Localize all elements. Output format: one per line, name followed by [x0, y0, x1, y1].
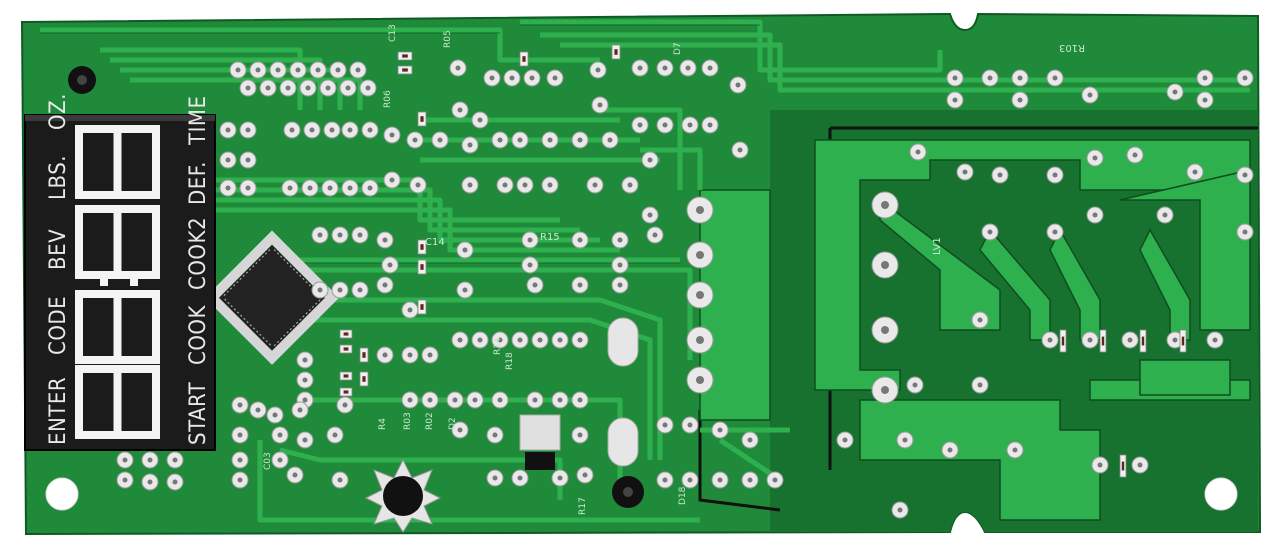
display-label-enter: ENTER [46, 377, 71, 445]
svg-text:R14: R14 [493, 337, 503, 355]
display-label-code: CODE [46, 296, 71, 355]
svg-text:C03: C03 [263, 452, 273, 470]
svg-text:R18: R18 [505, 352, 515, 370]
display-label-def: DEF. [186, 161, 211, 205]
display-label-oz: OZ. [46, 93, 71, 130]
microcontroller-chip [204, 230, 340, 365]
svg-text:R02: R02 [425, 412, 435, 430]
svg-text:R03: R03 [403, 412, 413, 430]
svg-text:R15: R15 [540, 232, 560, 243]
svg-text:C13: C13 [388, 24, 398, 42]
digit-eight [75, 205, 160, 279]
svg-text:R05: R05 [443, 30, 453, 48]
digit-eight [75, 365, 160, 439]
mounting-holes [45, 66, 1238, 511]
svg-text:D2: D2 [448, 417, 458, 430]
smd-components [339, 44, 1187, 478]
display-label-cook2: COOK2 [186, 217, 211, 290]
svg-text:LV1: LV1 [932, 237, 943, 255]
silkscreen-labels: C13 R05 R06 D7 R15 C14 R14 R4 R03 R02 D2… [263, 24, 1085, 515]
digit-eight [75, 125, 160, 199]
svg-text:D18: D18 [678, 486, 688, 505]
display-label-bev: BEV [46, 229, 71, 270]
display-label-time: TIME [186, 95, 211, 146]
star-pad [364, 458, 442, 533]
display-digits [75, 125, 160, 439]
traces [40, 19, 1250, 523]
display-label-start: START [186, 381, 211, 445]
svg-text:R06: R06 [383, 90, 393, 108]
display-label-lbs: LBS. [46, 155, 71, 200]
svg-text:R103: R103 [1059, 42, 1085, 53]
svg-text:R17: R17 [578, 497, 588, 515]
copper-pours [699, 139, 1251, 521]
digit-eight [75, 290, 160, 364]
svg-text:D7: D7 [673, 42, 683, 55]
svg-text:R4: R4 [378, 418, 388, 430]
solder-pads [116, 59, 1254, 519]
svg-text:C14: C14 [425, 237, 445, 248]
transistor [525, 452, 555, 470]
display-colon [100, 278, 138, 286]
display-label-cook: COOK [186, 305, 211, 365]
